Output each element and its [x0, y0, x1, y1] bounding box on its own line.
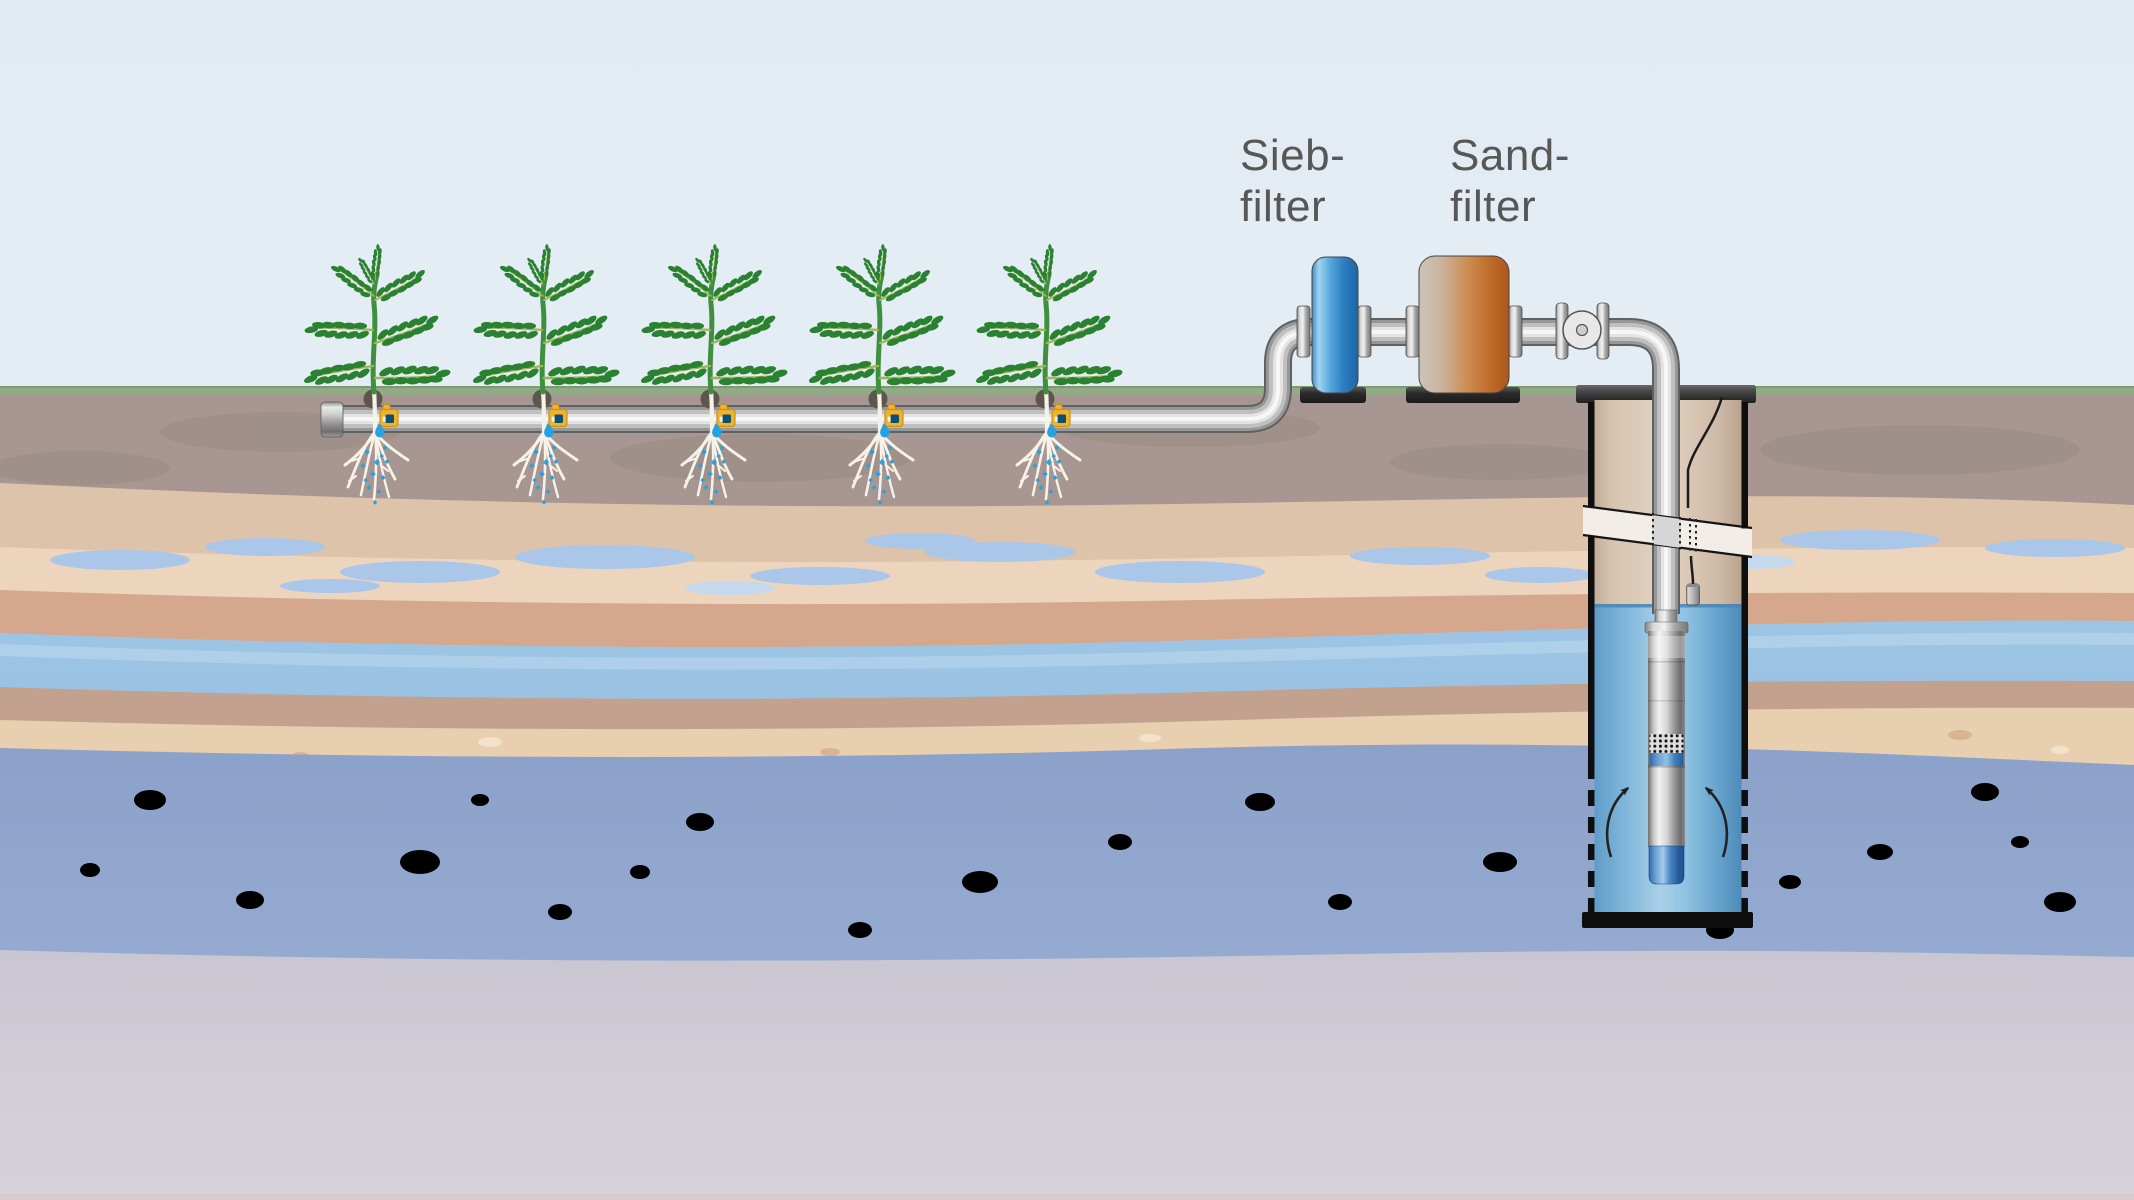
pump-foot: [1648, 845, 1685, 885]
sand-filter-body: [1418, 255, 1510, 394]
pump-blue-ring: [1649, 753, 1684, 766]
sieve-filter: [1300, 256, 1366, 403]
sieve-filter-body: [1311, 256, 1359, 394]
pump-cable: [1686, 396, 1724, 585]
sand-filter-label: Sand- filter: [1450, 131, 1570, 231]
water-level-sensor: [1686, 583, 1700, 606]
ground-surface: [0, 386, 2134, 395]
well-casing: [1582, 402, 1753, 928]
moisture-patches: [50, 530, 2125, 595]
valve: [1555, 302, 1610, 360]
sand-filter: [1406, 255, 1520, 403]
aquifer-sediment-dots: [80, 783, 2076, 939]
soil-layers: [0, 392, 2134, 1200]
flow-arrow-left: [1605, 787, 1630, 858]
pipe-ghost: [1652, 515, 1681, 548]
water-supply-pipe: [343, 318, 1680, 614]
well-bottom: [1582, 912, 1753, 928]
flow-arrows: [1605, 787, 1729, 858]
bottom-edge-strip: [0, 1193, 2134, 1200]
valve-hub: [1575, 323, 1589, 337]
casing-break-band: [1582, 504, 1753, 559]
flow-arrow-right: [1704, 787, 1729, 858]
pipe-flanges: [1296, 305, 1523, 358]
layer-bedrock: [0, 950, 2134, 1200]
sieve-filter-label: Sieb- filter: [1240, 131, 1346, 231]
pipe-end-cap: [320, 401, 344, 438]
ground-surface-edge: [0, 386, 2134, 388]
submersible-pump: [1644, 609, 1689, 885]
